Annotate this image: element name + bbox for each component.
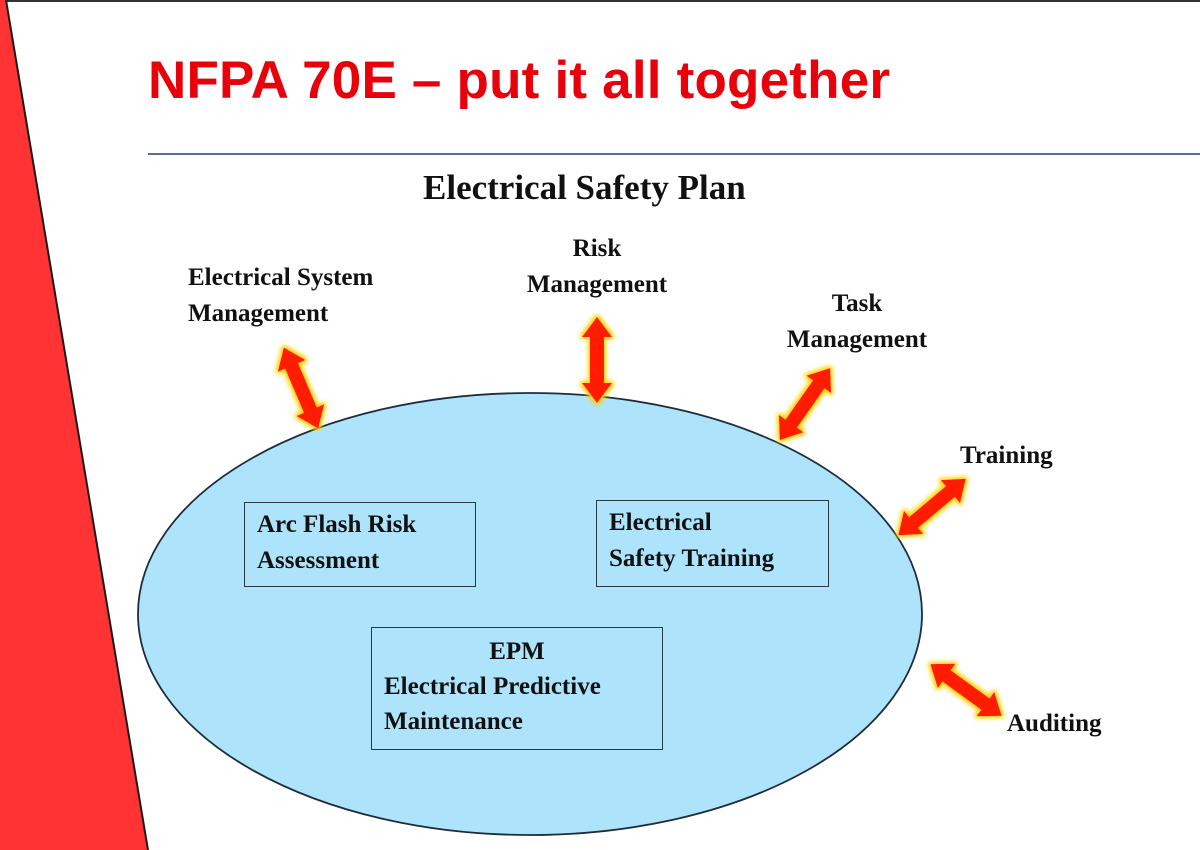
slide-title: NFPA 70E – put it all together [148,51,891,110]
top-border [0,0,1200,2]
safety-plan-ellipse [137,392,923,836]
box-arc-flash-risk-assessment: Arc Flash Risk Assessment [244,502,476,587]
box-line: Arc Flash Risk [257,511,417,538]
label-training: Training [960,438,1053,474]
diagram-subtitle: Electrical Safety Plan [423,168,746,207]
label-auditing: Auditing [1007,706,1101,742]
box-electrical-safety-training: Electrical Safety Training [596,500,829,587]
label-line: Management [786,326,928,353]
label-line: Risk [572,235,622,262]
double-arrow-icon [930,663,1002,717]
title-divider [148,153,1200,155]
label-electrical-system-management: Electrical System Management [188,260,373,332]
box-line: Assessment [257,547,380,574]
label-risk-management: Risk Management [508,231,686,303]
label-line: Electrical System [188,264,374,291]
label-line: Management [526,271,668,298]
label-line: Auditing [1007,710,1102,737]
box-line: Electrical [609,509,712,536]
label-task-management: Task Management [768,286,946,358]
label-line: Task [831,290,883,317]
double-arrow-icon [277,347,325,429]
double-arrow-icon [582,317,612,403]
box-line: Maintenance [384,708,523,735]
box-epm: EPM Electrical Predictive Maintenance [371,627,663,750]
box-line: EPM [489,638,545,665]
box-line: Safety Training [609,545,775,572]
red-side-band [0,0,149,850]
double-arrow-icon [898,478,966,536]
label-line: Training [960,442,1053,469]
double-arrow-icon [778,367,832,441]
label-line: Management [188,300,329,327]
box-line: Electrical Predictive [384,673,601,700]
